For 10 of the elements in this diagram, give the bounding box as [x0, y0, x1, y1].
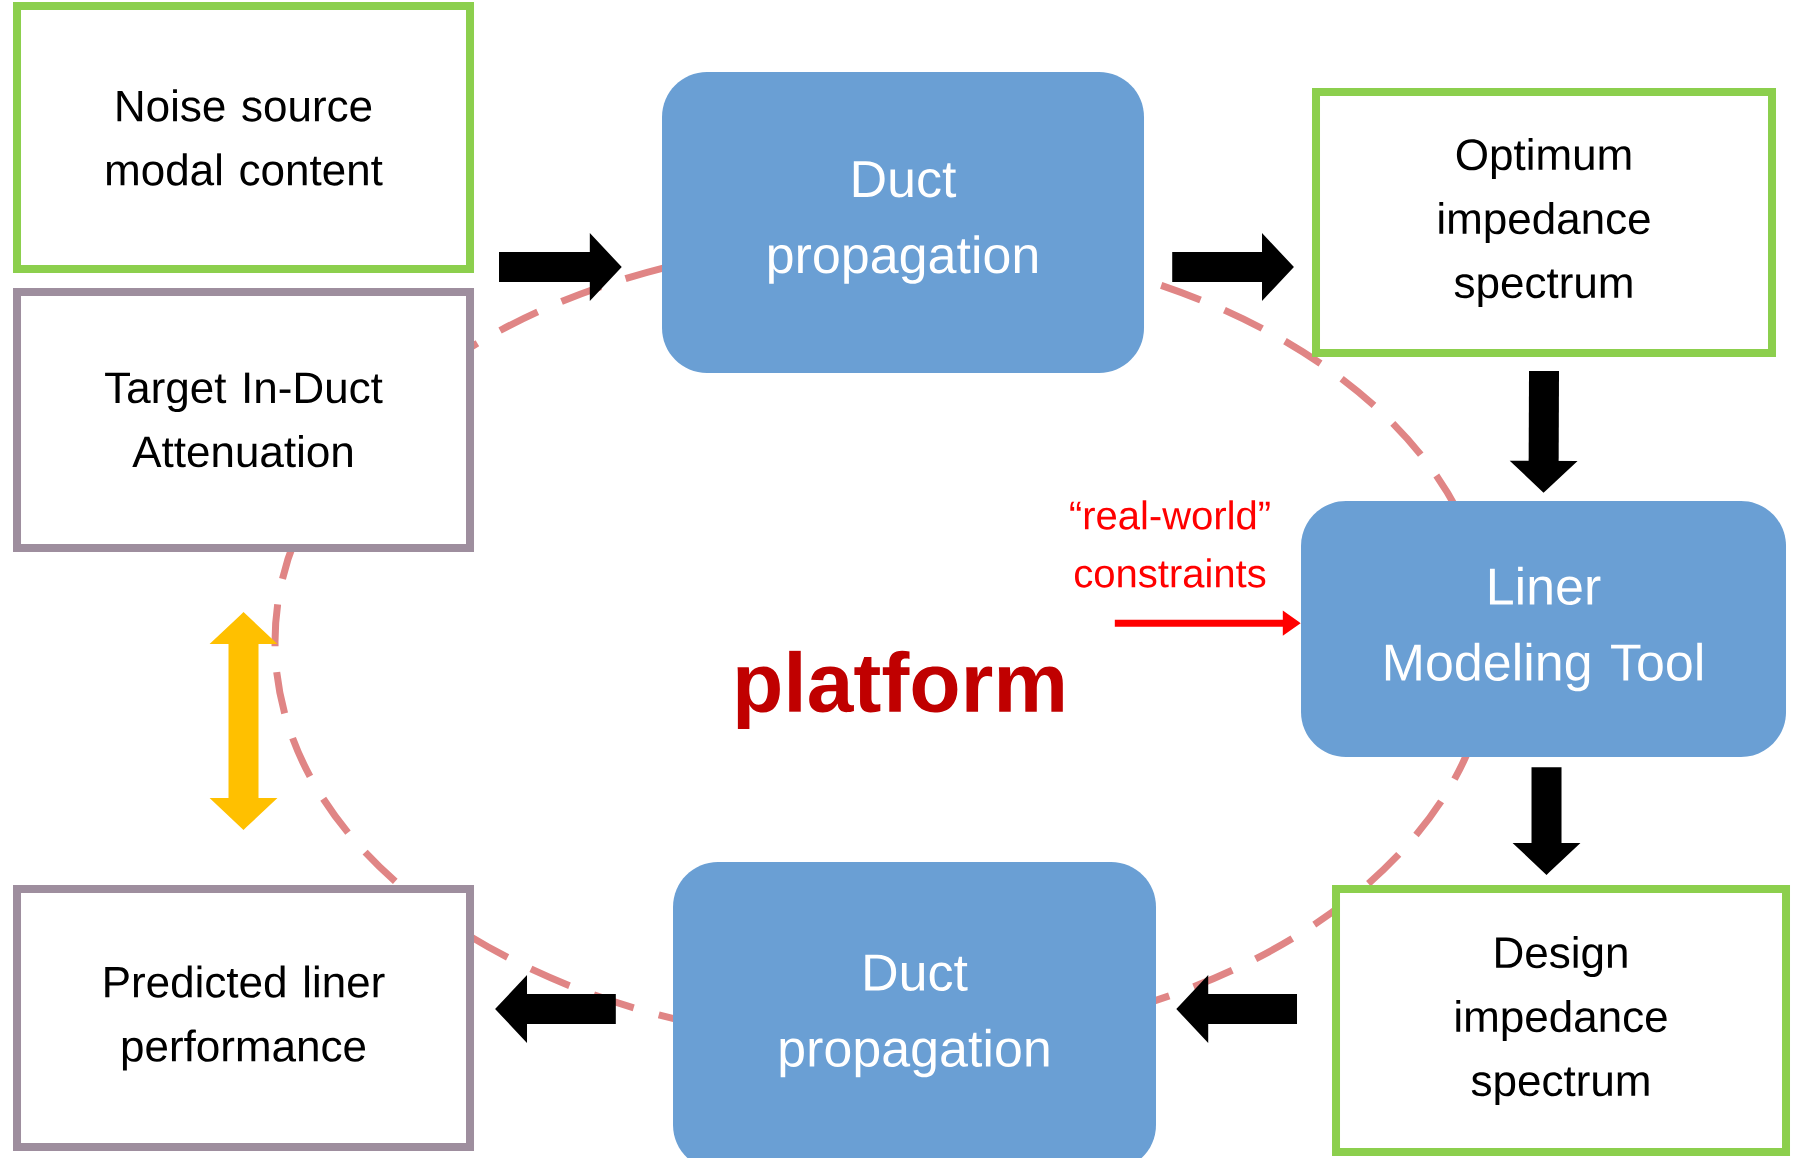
text-box: Target In-Duct Attenuation: [13, 288, 474, 552]
process-box: Liner Modeling Tool: [1301, 501, 1786, 757]
text-box: Optimum impedance spectrum: [1312, 88, 1776, 357]
text-box: Design impedance spectrum: [1332, 885, 1790, 1156]
center-label: platform: [737, 650, 1063, 730]
text-box: Predicted liner performance: [13, 885, 474, 1151]
process-box: Duct propagation: [662, 72, 1144, 373]
annotation-text: “real-world” constraints: [1070, 500, 1270, 588]
process-box: Duct propagation: [673, 862, 1156, 1158]
text-box: Noise source modal content: [13, 2, 474, 273]
